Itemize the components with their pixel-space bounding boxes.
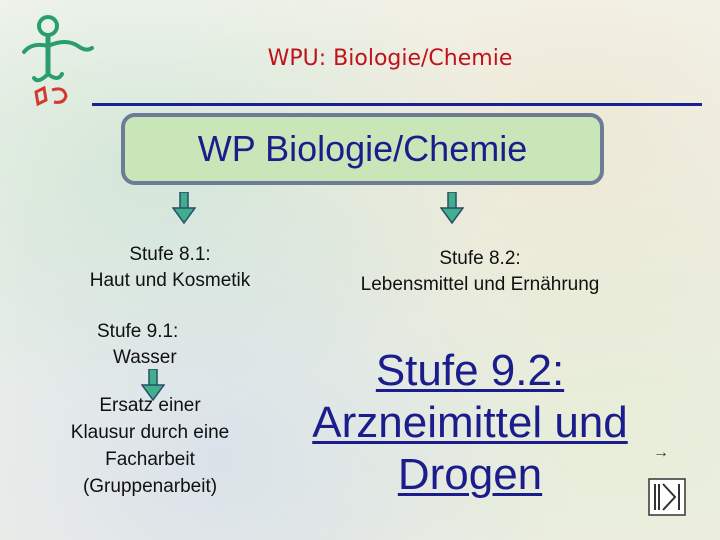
stufe-9-2-topic-line-1: Arzneimittel und [312,398,628,447]
stufe-9-2-block[interactable]: Stufe 9.2: Arzneimittel und Drogen [290,345,650,501]
stufe-9-1-heading: Stufe 9.1: [97,321,179,342]
main-title-box: WP Biologie/Chemie [121,113,604,185]
school-logo [22,15,94,107]
ersatz-line-4: (Gruppenarbeit) [82,476,218,497]
main-title: WP Biologie/Chemie [197,128,528,169]
ersatz-block: Ersatz einer Klausur durch eine Facharbe… [20,392,280,500]
stufe-9-1-block: Stufe 9.1: Wasser [97,319,257,371]
stufe-8-2-topic: Lebensmittel und Ernährung [360,274,600,295]
arrow-down-icon [440,192,464,224]
stufe-8-2-heading: Stufe 8.2: [439,248,521,269]
header-divider [92,103,702,106]
stufe-8-1-block: Stufe 8.1: Haut und Kosmetik [40,242,300,294]
arrow-down-icon [141,369,165,401]
arrow-down-icon [172,192,196,224]
stufe-9-1-topic: Wasser [113,347,177,368]
ersatz-line-2: Klausur durch eine [70,422,230,443]
arrow-right-icon[interactable]: → [653,444,669,461]
stufe-9-2-heading: Stufe 9.2: [375,346,565,395]
page-title: WPU: Biologie/Chemie [267,46,513,71]
stufe-8-2-block: Stufe 8.2: Lebensmittel und Ernährung [300,246,660,298]
stufe-9-2-topic-line-2: Drogen [397,450,543,499]
stufe-8-1-topic: Haut und Kosmetik [89,270,251,291]
ersatz-line-1: Ersatz einer [99,395,201,416]
ersatz-line-3: Facharbeit [105,449,195,470]
stufe-8-1-heading: Stufe 8.1: [129,244,211,265]
end-slide-icon[interactable] [648,478,686,516]
